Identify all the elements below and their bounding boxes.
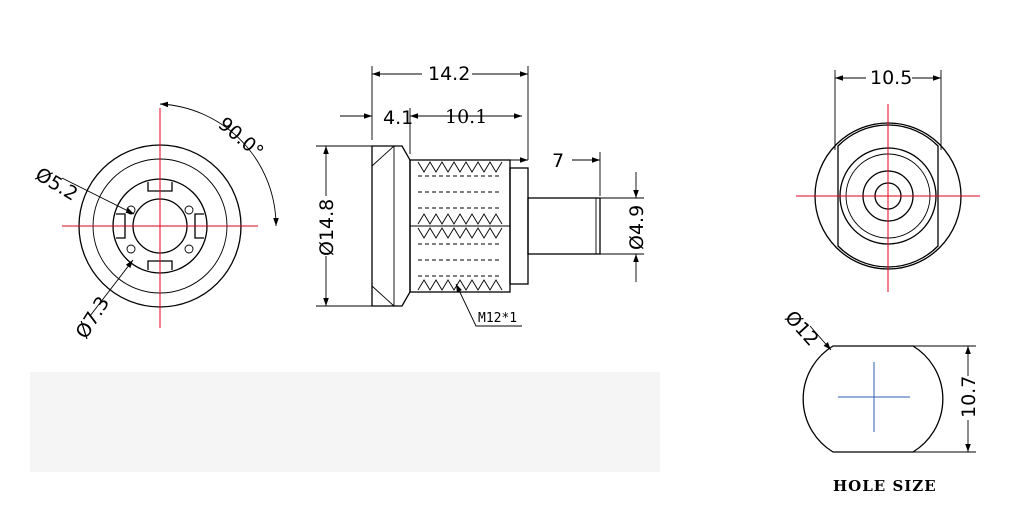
thread-label: M12*1 [478,311,517,326]
side-flange-bevel [371,145,395,307]
angle-dimension-arc [159,101,279,227]
overall-length-label: 14.2 [428,63,470,85]
thread-lines [418,175,502,277]
pin-length-label: 7 [552,150,564,172]
front-pin [184,244,194,254]
side-view: 14.2 4.1 10.1 7 Ø14.8 Ø4.9 M12*1 [316,60,648,327]
front-pin [184,205,194,215]
outer-diameter-leader [89,259,134,317]
front-pin [126,244,136,254]
rear-flat-profile [837,124,939,268]
thread-length-label: 10.1 [445,106,487,128]
flange-diameter-label: Ø14.8 [316,199,338,256]
inner-diameter-label: Ø5.2 [31,163,81,205]
hole-outline [802,345,944,453]
label-bg [316,196,336,256]
hole-flat-label: 10.7 [958,376,980,418]
label-bg [866,66,912,86]
thread-leader [455,283,522,327]
hole-diameter-leader [809,325,832,351]
thread-teeth-mid-lower [417,227,503,239]
side-neck [509,167,529,285]
hole-caption: HOLE SIZE [833,477,937,495]
inner-diameter-leader [61,177,135,215]
rear-width-label: 10.5 [870,67,912,89]
thread-teeth-mid-upper [417,213,503,225]
pin-diameter-label: Ø4.9 [626,205,648,250]
rear-view: 10.5 [796,66,980,292]
side-flange [371,145,411,307]
thread-teeth-top [417,161,503,173]
thread-teeth-bottom [417,279,503,291]
background-haze [30,372,660,472]
front-view: 90.0° Ø5.2 Ø7.3 [31,101,279,343]
hole-diameter-label: Ø12 [780,307,823,351]
side-pin [527,197,601,255]
outer-diameter-label: Ø7.3 [72,293,115,343]
label-bg [958,376,978,420]
angle-label: 90.0° [214,113,268,163]
flange-length-label: 4.1 [383,107,413,129]
label-bg [422,60,472,82]
hole-view: Ø12 10.7 HOLE SIZE [780,307,980,495]
